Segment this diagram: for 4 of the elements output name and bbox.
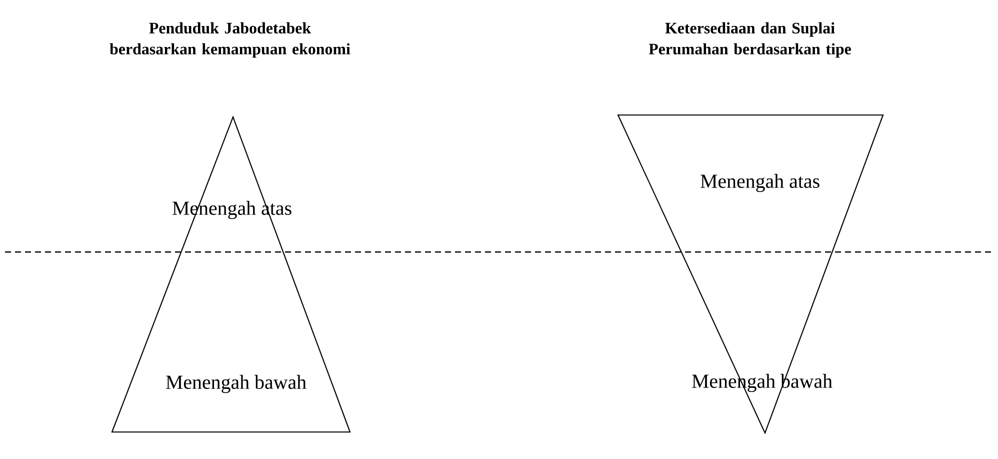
- heading: Penduduk Jabodetabek berdasarkan kemampuan ekonomi: [110, 22, 350, 58]
- heading: Ketersediaan dan Suplai Perumahan berdasarkan tipe: [648, 22, 851, 58]
- level-label: Menengah bawah: [166, 374, 306, 394]
- level-label: Menengah atas: [700, 174, 820, 192]
